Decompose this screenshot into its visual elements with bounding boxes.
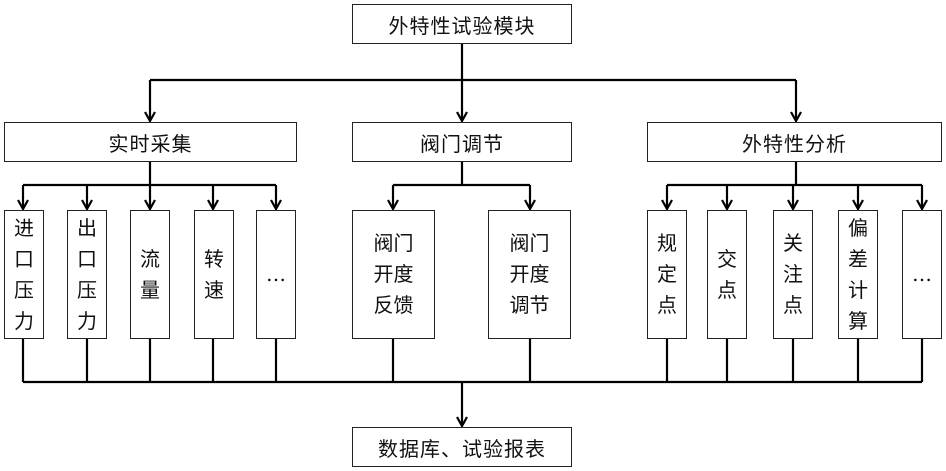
leaf-line: 调节	[509, 293, 550, 317]
leaf-char: 规	[657, 231, 677, 255]
arrow-analysis-leaf-4-head	[916, 199, 928, 212]
arrow-analysis-leaf-3-head	[852, 199, 864, 212]
leaf-char: 点	[717, 277, 737, 302]
arrow-acquire-leaf-2-head	[144, 199, 156, 212]
arrow-acquire-leaf-3-head	[207, 199, 219, 212]
leaf-deviation-calc: 偏 差 计 算	[838, 210, 878, 339]
leaf-char: 算	[848, 308, 868, 333]
leaf-line: 开度	[509, 262, 550, 286]
leaf-char: 出	[77, 215, 97, 240]
leaf-valve-adjust: 阀门 开度 调节	[488, 210, 571, 339]
leaf-line: 阀门	[373, 231, 414, 255]
sink-node: 数据库、试验报表	[352, 427, 572, 467]
arrow-acquire-leaf-1-head	[81, 199, 93, 212]
leaf-char: 力	[77, 308, 97, 333]
leaf-outlet-pressure: 出 口 压 力	[67, 210, 107, 339]
arrow-to-analysis-head	[790, 111, 802, 124]
arrow-valve-leaf-1-head	[524, 199, 536, 212]
leaf-char: 注	[783, 262, 803, 286]
leaf-char: 关	[783, 231, 803, 255]
leaf-char: 力	[14, 308, 34, 333]
group-node-valve: 阀门调节	[352, 122, 572, 162]
leaf-char: 口	[77, 246, 97, 271]
leaf-char: 压	[77, 277, 97, 302]
group-node-analysis: 外特性分析	[647, 122, 942, 162]
leaf-intersection: 交 点	[707, 210, 747, 339]
leaf-focus-point: 关 注 点	[773, 210, 813, 339]
arrow-to-sink-head	[456, 416, 468, 429]
arrow-analysis-leaf-2-head	[787, 199, 799, 212]
leaf-inlet-pressure: 进 口 压 力	[4, 210, 44, 339]
group-title-valve: 阀门调节	[420, 131, 504, 156]
leaf-char: 交	[717, 246, 737, 271]
sink-label: 数据库、试验报表	[378, 436, 546, 461]
leaf-char: 偏	[848, 215, 868, 240]
group-node-acquire: 实时采集	[4, 122, 297, 162]
leaf-char: 流	[140, 246, 160, 271]
leaf-char: 点	[657, 293, 677, 317]
arrow-to-acquire-head	[144, 111, 156, 124]
leaf-more-analysis: …	[902, 210, 942, 339]
leaf-char: 量	[140, 277, 160, 302]
group-title-acquire: 实时采集	[108, 131, 193, 156]
leaf-rated-point: 规 定 点	[647, 210, 687, 339]
leaf-char: …	[912, 262, 932, 286]
leaf-speed: 转 速	[194, 210, 234, 339]
leaf-char: …	[266, 262, 286, 286]
root-label: 外特性试验模块	[388, 13, 536, 38]
leaf-flow: 流 量	[130, 210, 170, 339]
leaf-char: 计	[848, 277, 868, 302]
arrow-acquire-leaf-0-head	[17, 199, 29, 212]
leaf-valve-feedback: 阀门 开度 反馈	[352, 210, 435, 339]
leaf-char: 速	[204, 277, 224, 302]
leaf-char: 进	[14, 215, 34, 240]
leaf-char: 定	[657, 262, 677, 286]
leaf-char: 差	[848, 246, 868, 271]
leaf-line: 阀门	[509, 231, 550, 255]
arrow-valve-leaf-0-head	[387, 199, 399, 212]
arrow-analysis-leaf-1-head	[721, 199, 733, 212]
root-node: 外特性试验模块	[352, 4, 572, 44]
leaf-char: 转	[204, 246, 224, 271]
arrow-to-valve-head	[456, 111, 468, 124]
leaf-char: 点	[783, 293, 803, 317]
leaf-more-acquire: …	[256, 210, 296, 339]
leaf-char: 压	[14, 277, 34, 302]
leaf-line: 反馈	[373, 293, 414, 317]
arrow-acquire-leaf-4-head	[270, 199, 282, 212]
leaf-char: 口	[14, 246, 34, 271]
arrow-analysis-leaf-0-head	[661, 199, 673, 212]
leaf-line: 开度	[373, 262, 414, 286]
group-title-analysis: 外特性分析	[742, 131, 847, 156]
